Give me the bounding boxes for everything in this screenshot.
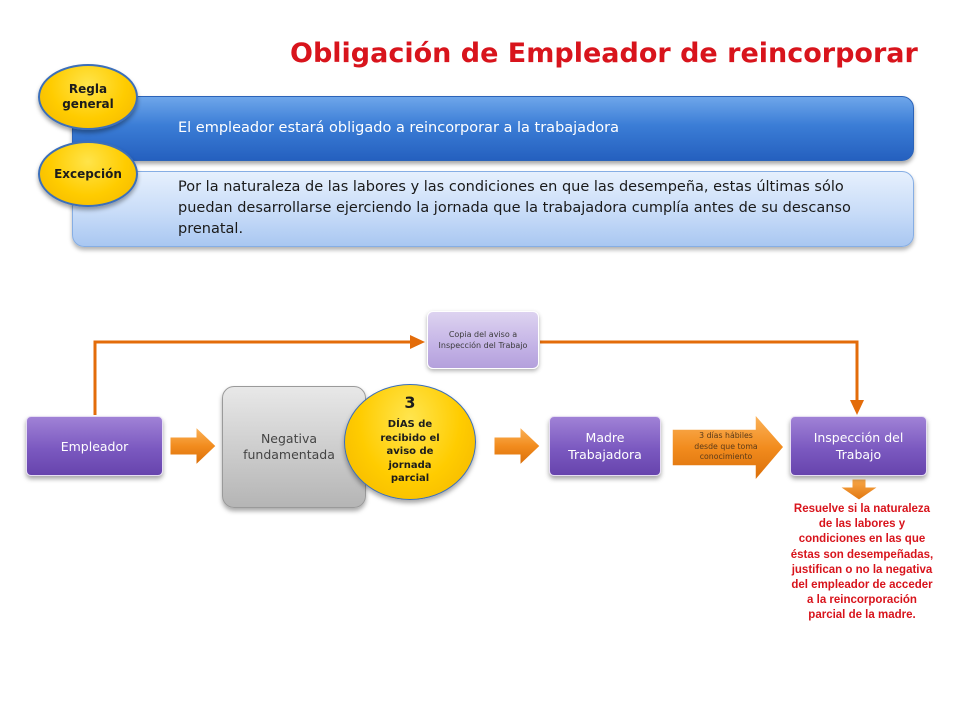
arrow-resolution-down [838, 478, 880, 501]
arrow-employer-to-refusal [169, 425, 217, 467]
resolution-text: Resuelve si la naturaleza de las labores… [790, 503, 934, 622]
notice-period-label: 3 días hábiles desde que toma conocimien… [694, 431, 758, 461]
employer-node: Empleador [26, 416, 163, 476]
refusal-label: Negativa fundamentada [243, 431, 335, 462]
mother-node: Madre Trabajadora [549, 416, 661, 476]
connector-employer-to-copy [93, 335, 425, 415]
connector-copy-to-inspection [540, 340, 864, 415]
general-rule-badge-label: Regla general [62, 82, 114, 111]
days-deadline-badge: 3 DÍAS de recibido el aviso de jornada p… [344, 384, 476, 500]
general-rule-text: El empleador estará obligado a reincorpo… [178, 120, 619, 136]
exception-text: Por la naturaleza de las labores y las c… [178, 179, 851, 237]
general-rule-badge: Regla general [38, 64, 138, 130]
arrow-notice-period [671, 412, 785, 484]
copy-notice-label: Copia del aviso a Inspección del Trabajo [438, 330, 528, 350]
mother-label: Madre Trabajadora [568, 430, 642, 462]
refusal-node: Negativa fundamentada [222, 386, 366, 508]
exception-badge-label: Excepción [54, 166, 122, 181]
employer-label: Empleador [60, 438, 129, 454]
inspection-node: Inspección del Trabajo [790, 416, 927, 476]
inspection-label: Inspección del Trabajo [813, 430, 904, 462]
exception-badge: Excepción [38, 141, 138, 207]
copy-notice-node: Copia del aviso a Inspección del Trabajo [427, 311, 539, 369]
days-number: 3 [404, 393, 416, 412]
arrow-days-to-mother [493, 425, 541, 467]
page-title: Obligación de Empleador de reincorporar [290, 38, 918, 69]
general-rule-bar: El empleador estará obligado a reincorpo… [72, 96, 914, 161]
days-label: DÍAS de recibido el aviso de jornada par… [380, 419, 440, 484]
exception-bar: Por la naturaleza de las labores y las c… [72, 171, 914, 247]
